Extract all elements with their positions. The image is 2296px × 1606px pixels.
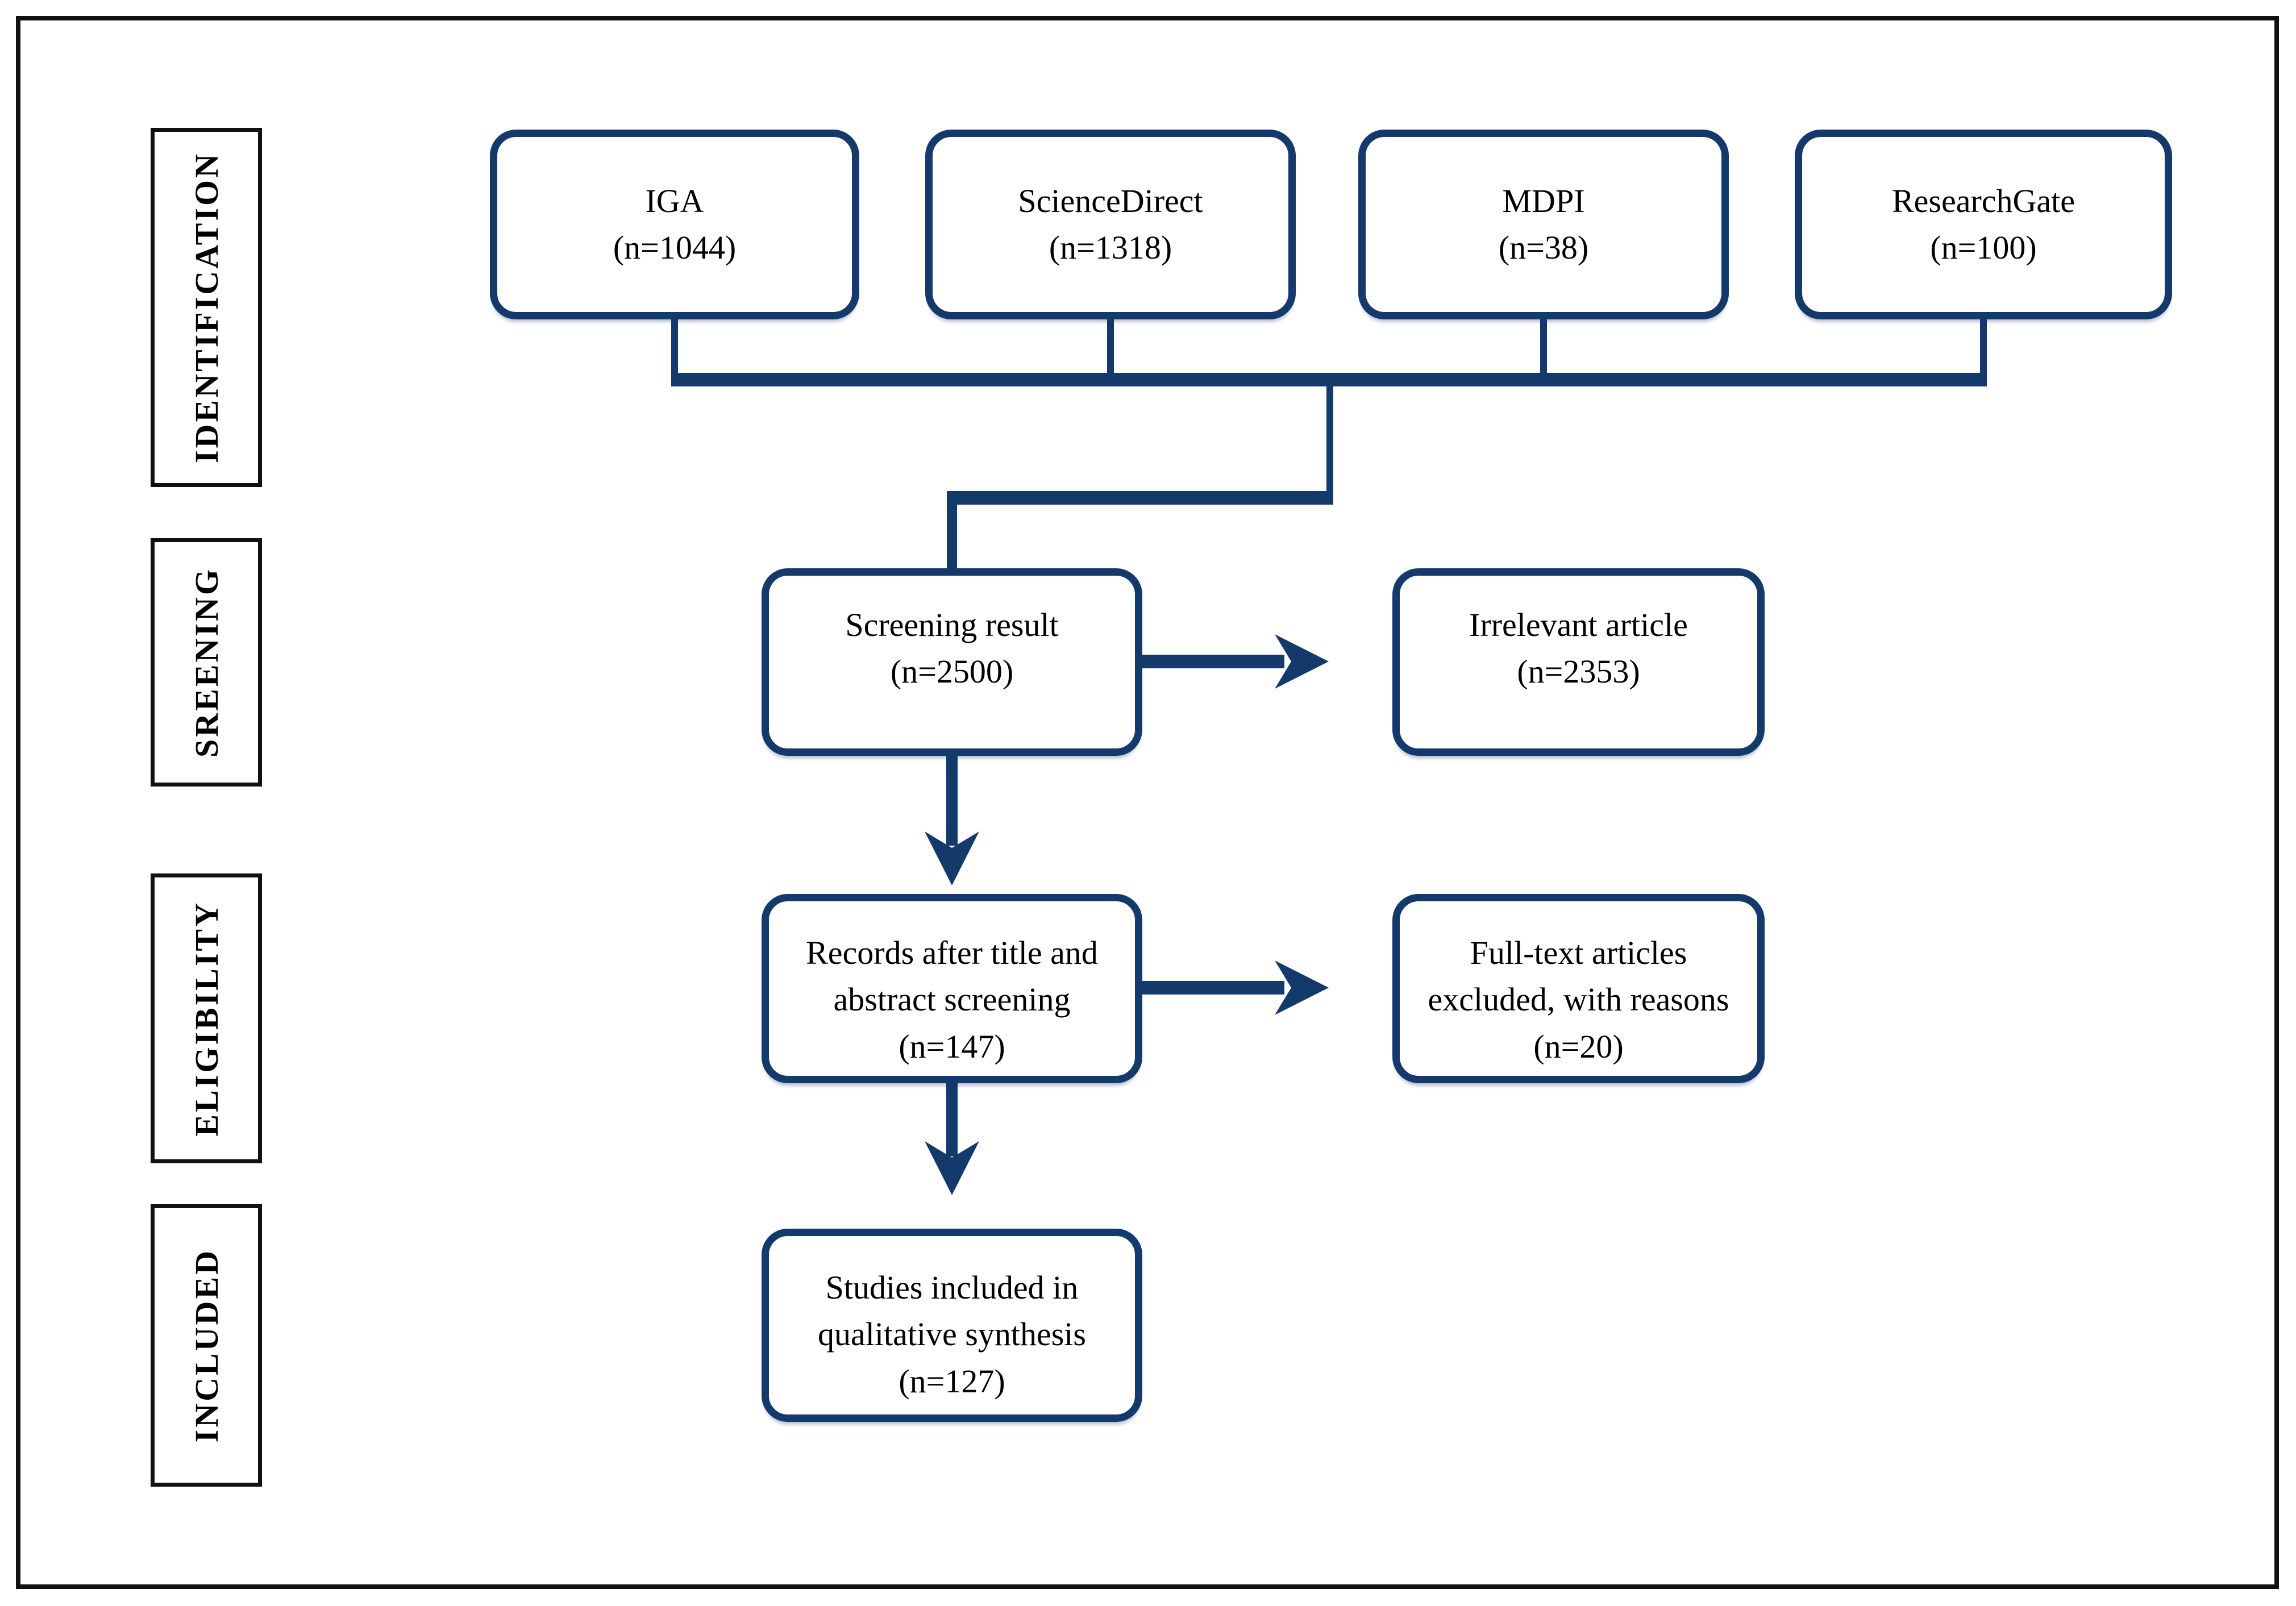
source-iga-count: (n=1044) [613,229,737,266]
elbow-line [947,491,1333,505]
records-after-screening-box: Records after title and abstract screeni… [762,894,1142,1083]
screening-inlet-line [947,502,957,572]
stage-label-sreening: SREENING [151,538,262,787]
screening-result-count: (n=2500) [890,653,1014,690]
arrow-records-to-fulltext [1141,960,1329,1015]
fulltext-line1: Full-text articles [1470,934,1687,971]
irrelevant-article-line1: Irrelevant article [1469,606,1688,643]
collector-line [671,373,1987,386]
source-iga-name: IGA [645,182,704,219]
stage-label-eligibility-text: ELIGIBILITY [188,900,225,1137]
stage-label-eligibility: ELIGIBILITY [151,873,262,1163]
stub-mdpi [1540,316,1547,380]
screening-result-line1: Screening result [845,606,1059,643]
fulltext-count: (n=20) [1533,1027,1624,1065]
source-mdpi-name: MDPI [1502,182,1585,219]
collector-drop-line [1326,385,1333,496]
records-line2: abstract screening [833,981,1071,1018]
stub-iga [671,316,678,380]
irrelevant-article-count: (n=2353) [1517,653,1640,690]
arrow-screening-to-irrelevant [1141,634,1329,689]
stage-label-included-text: INCLUDED [188,1248,225,1443]
studies-line2: qualitative synthesis [818,1316,1086,1353]
source-box-researchgate: ResearchGate (n=100) [1795,130,2172,319]
source-box-sciencedirect: ScienceDirect (n=1318) [925,130,1296,319]
irrelevant-article-box: Irrelevant article (n=2353) [1392,568,1765,756]
records-line1: Records after title and [806,934,1098,971]
fulltext-line2: excluded, with reasons [1428,981,1729,1018]
studies-count: (n=127) [899,1362,1005,1400]
stage-label-identification: IDENTIFICATION [151,128,262,487]
fulltext-excluded-box: Full-text articles excluded, with reason… [1392,894,1765,1083]
source-researchgate-count: (n=100) [1930,229,2037,266]
studies-included-box: Studies included in qualitative synthesi… [762,1229,1142,1422]
stage-label-sreening-text: SREENING [188,567,225,758]
source-sciencedirect-name: ScienceDirect [1018,182,1203,219]
arrow-records-to-studies [925,1081,979,1195]
source-sciencedirect-count: (n=1318) [1049,229,1172,266]
stub-researchgate [1980,316,1987,380]
source-box-mdpi: MDPI (n=38) [1358,130,1729,319]
arrow-screening-to-records [925,756,979,885]
stage-label-identification-text: IDENTIFICATION [188,151,225,463]
stage-label-included: INCLUDED [151,1204,262,1487]
records-count: (n=147) [899,1027,1005,1065]
studies-line1: Studies included in [825,1269,1079,1306]
source-box-iga: IGA (n=1044) [490,130,859,319]
stub-sciencedirect [1107,316,1114,380]
screening-result-box: Screening result (n=2500) [762,568,1142,756]
source-mdpi-count: (n=38) [1498,229,1589,266]
source-researchgate-name: ResearchGate [1891,182,2075,219]
